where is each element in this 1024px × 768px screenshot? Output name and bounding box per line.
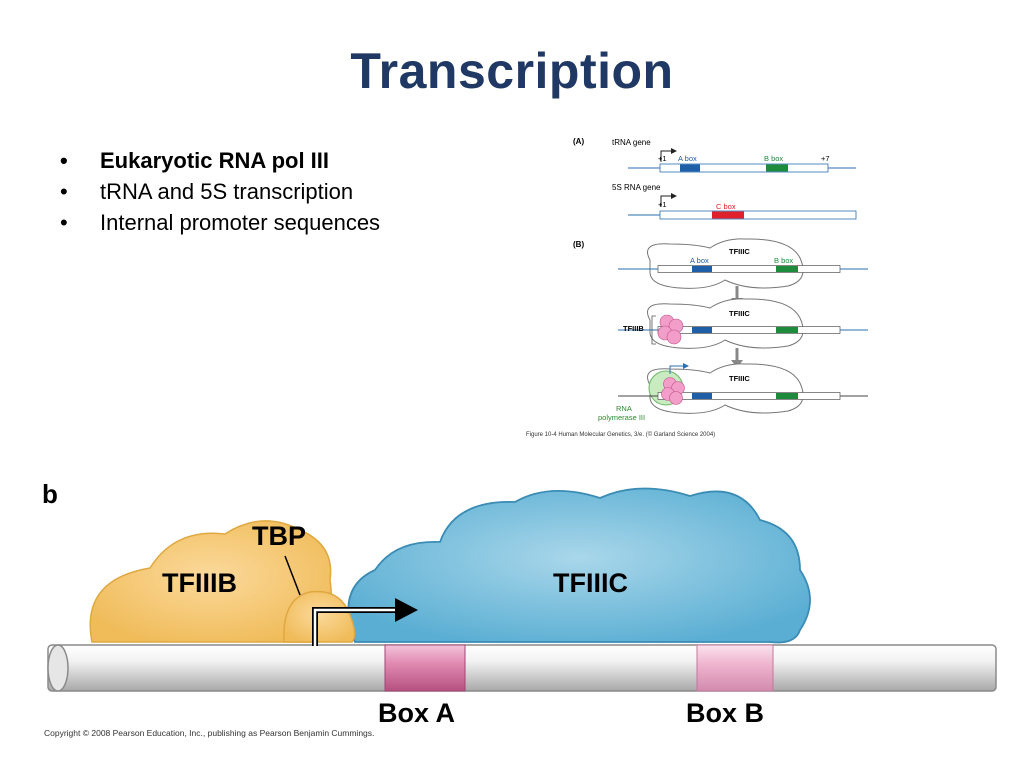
trna-a-box [680, 164, 700, 172]
bullet-text: tRNA and 5S transcription [100, 179, 354, 204]
tfiiic-label-1: TFIIIC [729, 247, 750, 256]
tfiiib-label: TFIIIB [623, 324, 644, 333]
rna-pol-label-1: RNA [616, 404, 632, 413]
bullet-item: • Internal promoter sequences [60, 207, 380, 238]
trna-b-box-label: B box [764, 154, 783, 163]
a-box-label-b1: A box [690, 256, 709, 265]
transcription-start-arrow-head [395, 598, 418, 622]
tfiiib-bracket [651, 315, 656, 345]
bullet-marker: • [60, 210, 68, 235]
five-s-start-arrow [660, 193, 677, 207]
tbp-blob [283, 590, 356, 643]
bullet-item: • Eukaryotic RNA pol III [60, 145, 380, 176]
slide-title: Transcription [350, 43, 674, 99]
tfiiic-outline-2 [647, 298, 804, 349]
transcription-start-arrow-small [669, 363, 689, 374]
dna-cylinder-end [47, 644, 69, 692]
panel-a-label: (A) [573, 137, 584, 146]
figure-a: (A) tRNA gene +1 A box B box +7 5S RNA g… [526, 137, 868, 438]
tfiiic-label-3: TFIIIC [729, 374, 750, 383]
tfiiic-cloud [347, 487, 811, 644]
trna-gene-label: tRNA gene [612, 138, 651, 147]
bullet-text: Internal promoter sequences [100, 210, 381, 235]
b-box-b3 [776, 393, 798, 399]
five-s-gene-label: 5S RNA gene [612, 183, 661, 192]
gene-body-b3 [657, 392, 841, 400]
b-box-b1 [776, 266, 798, 272]
trna-plus1: +1 [658, 154, 667, 163]
trna-b-box [766, 164, 788, 172]
panel-b-label: (B) [573, 240, 584, 249]
box-a-label: Box A [378, 698, 455, 728]
a-box-b3 [692, 393, 712, 399]
a-box-b1 [692, 266, 712, 272]
gene-body-b1 [657, 265, 841, 273]
trna-a-box-label: A box [678, 154, 697, 163]
tfiiic-outline-1 [647, 238, 804, 289]
transcription-start-arrow-fill [313, 608, 398, 646]
trna-start-arrow [660, 148, 677, 162]
bullet-marker: • [60, 148, 68, 173]
c-box [712, 211, 744, 219]
tfiiib-label-large: TFIIIB [162, 568, 237, 598]
box-b-label: Box B [686, 698, 764, 728]
trna-gene-body [659, 163, 829, 173]
gene-body-b2 [657, 326, 841, 334]
tfiiib-complex-2 [657, 314, 684, 345]
figure-a-caption: Figure 10-4 Human Molecular Genetics, 3/… [526, 431, 715, 438]
rna-pol-label-2: polymerase III [598, 413, 645, 422]
five-s-gene-body [659, 210, 857, 220]
panel-b-letter: b [42, 479, 58, 509]
b-box-label-b1: B box [774, 256, 793, 265]
box-a-segment [384, 644, 466, 692]
figure-b: b TBP TFIIIB TFIIIC Box A Box B Copyrigh… [42, 479, 997, 738]
a-box-b2 [692, 327, 712, 333]
c-box-label: C box [716, 202, 736, 211]
trna-plus7: +7 [821, 154, 830, 163]
tfiiic-outline-3 [647, 363, 804, 414]
bullet-marker: • [60, 179, 68, 204]
tbp-pointer-line [284, 555, 301, 596]
b-box-b2 [776, 327, 798, 333]
copyright-text: Copyright © 2008 Pearson Education, Inc.… [44, 728, 374, 738]
box-b-segment [696, 644, 774, 692]
tbp-label: TBP [252, 521, 306, 551]
tfiiib-blob [89, 520, 332, 643]
bullet-list: • Eukaryotic RNA pol III • tRNA and 5S tra… [60, 145, 380, 238]
dna-cylinder [47, 644, 997, 692]
tfiiic-label-2: TFIIIC [729, 309, 750, 318]
bullet-item: • tRNA and 5S transcription [60, 176, 380, 207]
five-s-plus1: +1 [658, 200, 667, 209]
bullet-text: Eukaryotic RNA pol III [100, 148, 330, 173]
tfiiib-complex-3 [661, 377, 685, 405]
tfiiic-label-large: TFIIIC [553, 568, 628, 598]
